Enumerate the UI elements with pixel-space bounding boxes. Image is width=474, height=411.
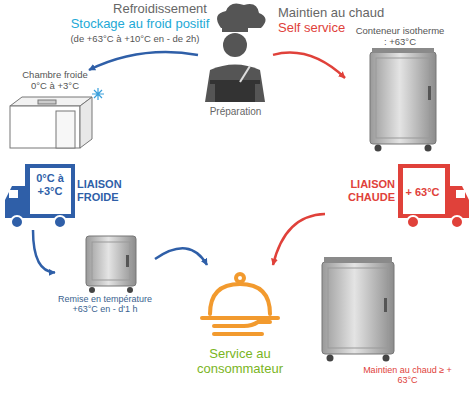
cold-room-icon-part <box>38 100 56 104</box>
cold-cabinet-node: Remise en température +63°C en - d'1 h <box>55 232 155 322</box>
hot-container-icon-part <box>425 145 432 152</box>
hot-cabinet-icon <box>322 257 394 362</box>
section-title: Maintien au chaud <box>278 6 398 21</box>
node-label: Préparation <box>198 106 273 118</box>
hot-cabinet-icon-part <box>384 298 387 312</box>
hot-cabinet-icon-part <box>328 268 388 348</box>
hot-container-icon-part <box>376 58 430 138</box>
cold-room-icon-part <box>56 111 75 148</box>
service-node: Service au consommateur <box>185 265 295 390</box>
hot-cabinet-icon-part <box>324 257 392 263</box>
cold-cabinet-icon-part <box>92 242 130 280</box>
section-subtitle: Self service <box>278 21 378 36</box>
flow-arrow <box>155 248 207 265</box>
flow-arrow <box>33 230 55 273</box>
hot-truck-icon-part <box>456 190 465 198</box>
cold-room-icon-part <box>92 88 104 100</box>
node-label: Maintien au chaud ≥ + 63°C <box>360 365 455 386</box>
chef-icon-part <box>210 80 260 84</box>
hot-truck-icon-part <box>407 216 419 228</box>
chef-icon-part <box>205 65 265 103</box>
cold-truck-node: 0°C à +3°C LIAISON FROIDE <box>5 160 145 230</box>
hot-truck-icon <box>398 164 469 228</box>
hot-container-node: Conteneur isotherme : +63°C <box>345 26 455 156</box>
hot-truck-icon-part <box>451 216 463 228</box>
chef-icon-part <box>240 66 250 82</box>
hot-container-icon-part <box>370 52 436 144</box>
cloche-icon-part <box>210 284 270 314</box>
temperature-label: + 63°C <box>400 186 445 199</box>
cold-room-icon-part-part <box>92 88 104 100</box>
chef-icon-part <box>222 26 248 32</box>
section-title: Refroidissement <box>90 2 230 17</box>
flow-arrow <box>89 52 198 70</box>
node-label: Conteneur isotherme : +63°C <box>355 26 445 48</box>
cold-cabinet-icon-part <box>89 287 95 293</box>
hot-container-icon-part <box>428 86 431 100</box>
hot-container-icon-part <box>375 145 382 152</box>
hot-truck-icon-part <box>450 186 469 218</box>
cold-room-icon-part <box>10 97 92 106</box>
hot-container-icon-part <box>372 48 434 53</box>
cold-cabinet-icon <box>86 236 136 293</box>
cold-truck-icon-part <box>5 186 25 218</box>
cloche-icon-part <box>214 332 262 336</box>
chef-icon-part <box>217 3 266 28</box>
cold-room-node: Chambre froide 0°C à +3°C <box>5 70 110 152</box>
cloche-icon-part <box>236 274 244 282</box>
hot-cabinet-node: Maintien au chaud ≥ + 63°C <box>310 252 460 400</box>
cloche-icon <box>202 274 278 334</box>
cold-truck-icon-part <box>30 168 71 214</box>
hot-container-icon <box>370 48 436 152</box>
hot-truck-icon-part <box>398 164 450 218</box>
cold-truck-icon-part <box>11 216 23 228</box>
cold-room-icon <box>10 88 104 148</box>
hot-truck-node: + 63°C LIAISON CHAUDE <box>325 160 470 232</box>
node-label: Service au consommateur <box>185 347 295 377</box>
chef-icon <box>205 3 266 102</box>
node-label: Chambre froide 0°C à +3°C <box>15 70 95 92</box>
cold-truck-icon-part <box>9 190 18 198</box>
cold-room-icon-part <box>10 106 80 148</box>
cold-room-icon-part <box>80 97 92 148</box>
cold-cabinet-icon-part <box>127 287 133 293</box>
cold-cabinet-icon-part <box>86 236 136 286</box>
cloche-icon-part <box>202 316 278 320</box>
temperature-label: 0°C à +3°C <box>32 172 68 197</box>
cold-cabinet-icon-part <box>126 255 129 267</box>
cold-truck-icon-part <box>25 164 75 218</box>
link-title: LIAISON CHAUDE <box>325 178 395 203</box>
cold-truck-icon <box>5 164 75 228</box>
section-note: (de +63°C à +10°C en - de 2h) <box>55 34 215 45</box>
node-label: Remise en température +63°C en - d'1 h <box>55 294 155 315</box>
chef-icon-part <box>215 84 255 102</box>
flow-arrow <box>273 214 325 265</box>
hot-cabinet-icon-part <box>322 262 394 354</box>
hot-cabinet-icon-part <box>383 355 390 362</box>
cold-truck-icon-part <box>54 216 66 228</box>
link-title: LIAISON FROIDE <box>77 178 143 203</box>
section-subtitle: Stockage au froid positif <box>60 17 220 32</box>
flow-arrow <box>273 53 345 78</box>
cloche-icon-part <box>214 322 270 326</box>
chef-icon-part <box>223 33 247 57</box>
hot-cabinet-icon-part <box>327 355 334 362</box>
